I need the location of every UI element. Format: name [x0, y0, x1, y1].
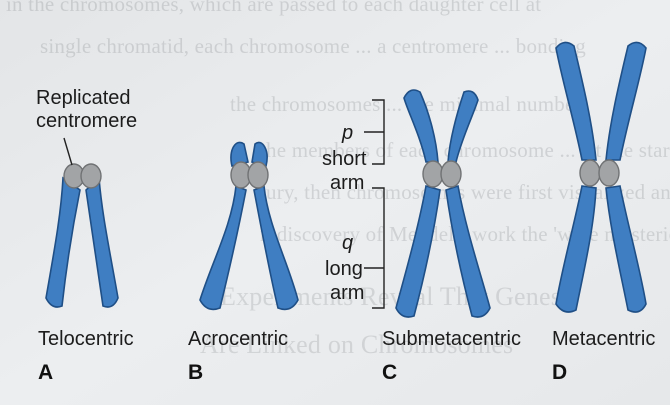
- chromosome-submetacentric: [396, 90, 490, 317]
- centromere-label: centromere: [36, 110, 137, 133]
- chromosome-metacentric: [556, 42, 646, 312]
- centromere-leader-line: [64, 138, 72, 165]
- panel-letter-b: B: [188, 361, 203, 385]
- centromere: [580, 160, 600, 186]
- arm-q-label: q: [342, 232, 353, 255]
- caption-submetacentric: Submetacentric: [382, 328, 521, 351]
- chromosome-acrocentric: [200, 142, 298, 309]
- short-label: short: [322, 148, 366, 171]
- chromosome-telocentric: [46, 164, 118, 307]
- long-arm-label: arm: [330, 282, 364, 305]
- panel-letter-c: C: [382, 361, 397, 385]
- centromere: [441, 161, 461, 187]
- centromere: [81, 164, 101, 188]
- short-arm-label: arm: [330, 172, 364, 195]
- q-arm-bracket: [372, 188, 384, 308]
- caption-telocentric: Telocentric: [38, 328, 134, 351]
- centromere: [423, 161, 443, 187]
- centromere: [599, 160, 619, 186]
- replicated-label: Replicated: [36, 87, 131, 110]
- centromere: [248, 162, 268, 188]
- long-label: long: [325, 258, 363, 281]
- caption-acrocentric: Acrocentric: [188, 328, 288, 351]
- panel-letter-d: D: [552, 361, 567, 385]
- arm-p-label: p: [342, 122, 353, 145]
- panel-letter-a: A: [38, 361, 53, 385]
- caption-metacentric: Metacentric: [552, 328, 655, 351]
